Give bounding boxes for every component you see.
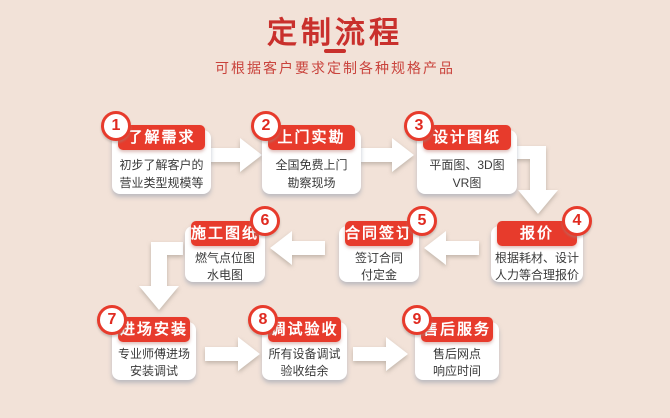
step-1-number-badge: 1 (101, 111, 131, 141)
step-6-title: 施工图纸 (191, 221, 259, 246)
step-1-title: 了解需求 (118, 125, 205, 150)
flow-arrow-right-icon (353, 336, 409, 372)
step-card-2: 上门实勘 全国免费上门 勘察现场 (262, 125, 361, 194)
step-9-number-badge: 9 (402, 305, 432, 335)
step-5-number-badge: 5 (407, 206, 437, 236)
flow-arrow-left-icon (423, 230, 479, 266)
step-4-description: 根据耗材、设计 人力等合理报价 (494, 251, 579, 282)
step-6-number-badge: 6 (250, 206, 280, 236)
step-3-number-badge: 3 (404, 111, 434, 141)
step-card-1: 了解需求 初步了解客户的 营业类型规模等 (112, 125, 211, 194)
step-card-6: 施工图纸 燃气点位图 水电图 (185, 221, 265, 282)
step-8-description: 所有设备调试 验收结余 (268, 347, 341, 378)
step-2-number-badge: 2 (251, 111, 281, 141)
step-card-9: 售后服务 售后网点 响应时间 (415, 317, 499, 380)
title-divider (324, 49, 346, 53)
step-card-7: 进场安装 专业师傅进场 安装调试 (112, 317, 196, 380)
page-title: 定制流程 (267, 17, 403, 50)
step-3-title: 设计图纸 (423, 125, 511, 150)
step-3-description: 平面图、3D图 VR图 (429, 158, 505, 190)
step-card-4: 报价 根据耗材、设计 人力等合理报价 (491, 221, 583, 282)
step-7-number-badge: 7 (97, 305, 127, 335)
step-9-title: 售后服务 (421, 317, 493, 342)
step-7-description: 专业师傅进场 安装调试 (117, 347, 190, 378)
step-7-title: 进场安装 (118, 317, 190, 342)
flow-arrow-right-icon (207, 137, 263, 173)
flow-elbow-down-left-icon (135, 240, 183, 312)
step-5-title: 合同签订 (345, 221, 413, 246)
step-8-title: 调试验收 (268, 317, 341, 342)
step-8-number-badge: 8 (248, 305, 278, 335)
step-card-3: 设计图纸 平面图、3D图 VR图 (417, 125, 517, 194)
step-1-description: 初步了解客户的 营业类型规模等 (119, 158, 204, 190)
step-4-number-badge: 4 (562, 206, 592, 236)
flow-arrow-left-icon (269, 230, 325, 266)
flow-arrow-right-icon (359, 137, 415, 173)
step-6-description: 燃气点位图 水电图 (194, 251, 255, 282)
step-9-description: 售后网点 响应时间 (432, 347, 481, 378)
flow-arrow-right-icon (205, 336, 261, 372)
step-card-8: 调试验收 所有设备调试 验收结余 (262, 317, 347, 380)
step-2-title: 上门实勘 (268, 125, 355, 150)
step-2-description: 全国免费上门 勘察现场 (275, 158, 348, 190)
flow-elbow-down-right-icon (514, 144, 562, 216)
step-5-description: 签订合同 付定金 (354, 251, 403, 282)
step-card-5: 合同签订 签订合同 付定金 (339, 221, 419, 282)
page-subtitle: 可根据客户要求定制各种规格产品 (215, 60, 455, 76)
